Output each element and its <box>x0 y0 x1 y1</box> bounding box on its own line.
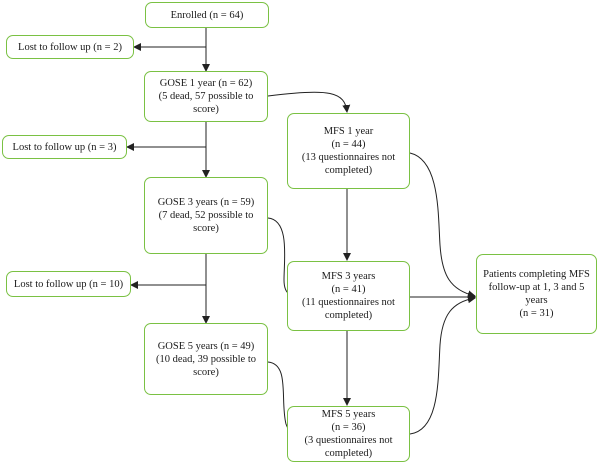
node-line: MFS 1 year <box>323 126 374 137</box>
node-line: GOSE 3 years (n = 59) <box>157 197 255 208</box>
node-line: follow-up at 1, 3 and 5 <box>488 282 585 293</box>
node-line: (5 dead, 57 possible to <box>158 91 254 102</box>
node-line: (13 questionnaires not <box>301 152 396 163</box>
node-enrolled: Enrolled (n = 64) <box>145 2 269 28</box>
node-mfs-3-years: MFS 3 years (n = 41) (11 questionnaires no… <box>287 261 410 331</box>
node-line: GOSE 5 years (n = 49) <box>157 340 255 352</box>
node-line: years <box>525 295 548 306</box>
node-lost-followup-2: Lost to follow up (n = 3) <box>2 135 127 159</box>
node-line: score) <box>193 223 219 234</box>
node-line: (n = 44) <box>331 139 366 150</box>
node-gose-5-years: GOSE 5 years (n = 49)(10 dead, 39 possib… <box>144 323 268 395</box>
node-line: score) <box>193 366 219 378</box>
arrow-gose1-to-mfs1 <box>267 91 351 113</box>
node-line: Lost to follow up (n = 2) <box>18 41 122 53</box>
node-mfs-5-years: MFS 5 years (n = 36) (3 questionnaires not… <box>287 406 410 462</box>
node-line: completed) <box>324 165 373 176</box>
arrow-mfs5-to-complete <box>409 295 476 435</box>
node-line: Lost to follow up (n = 10) <box>13 278 124 290</box>
node-lost-followup-3: Lost to follow up (n = 10) <box>6 271 131 297</box>
node-lost-followup-1: Lost to follow up (n = 2) <box>6 35 134 59</box>
arrow-mfs1-to-complete <box>409 152 476 299</box>
node-mfs-1-year: MFS 1 year (n = 44) (13 questionnaires not… <box>287 113 410 189</box>
node-gose-1-year: GOSE 1 year (n = 62) (5 dead, 57 possible… <box>144 71 268 122</box>
node-line: GOSE 1 year (n = 62) <box>159 78 253 89</box>
node-line: (n = 41) <box>331 284 366 295</box>
node-line: score) <box>193 104 219 115</box>
node-line: Lost to follow up (n = 3) <box>12 141 117 153</box>
node-line: (n = 31) <box>519 308 554 319</box>
node-patients-completing: Patients completing MFS follow-up at 1, 3… <box>476 254 597 334</box>
node-line: (11 questionnaires not <box>302 297 395 308</box>
node-line: completed) <box>324 448 373 459</box>
node-line: Enrolled (n = 64) <box>170 9 244 21</box>
node-line: (3 questionnaires not <box>304 435 393 446</box>
node-line: completed) <box>324 310 373 321</box>
node-gose-3-years: GOSE 3 years (n = 59) (7 dead, 52 possibl… <box>144 177 268 254</box>
node-line: MFS 3 years <box>321 271 376 282</box>
node-line: (n = 36) <box>331 422 366 433</box>
node-line: (7 dead, 52 possible to <box>158 210 254 221</box>
node-line: Patients completing MFS <box>483 269 590 280</box>
node-line: (10 dead, 39 possible to <box>155 353 257 365</box>
node-line: MFS 5 years <box>321 409 376 420</box>
